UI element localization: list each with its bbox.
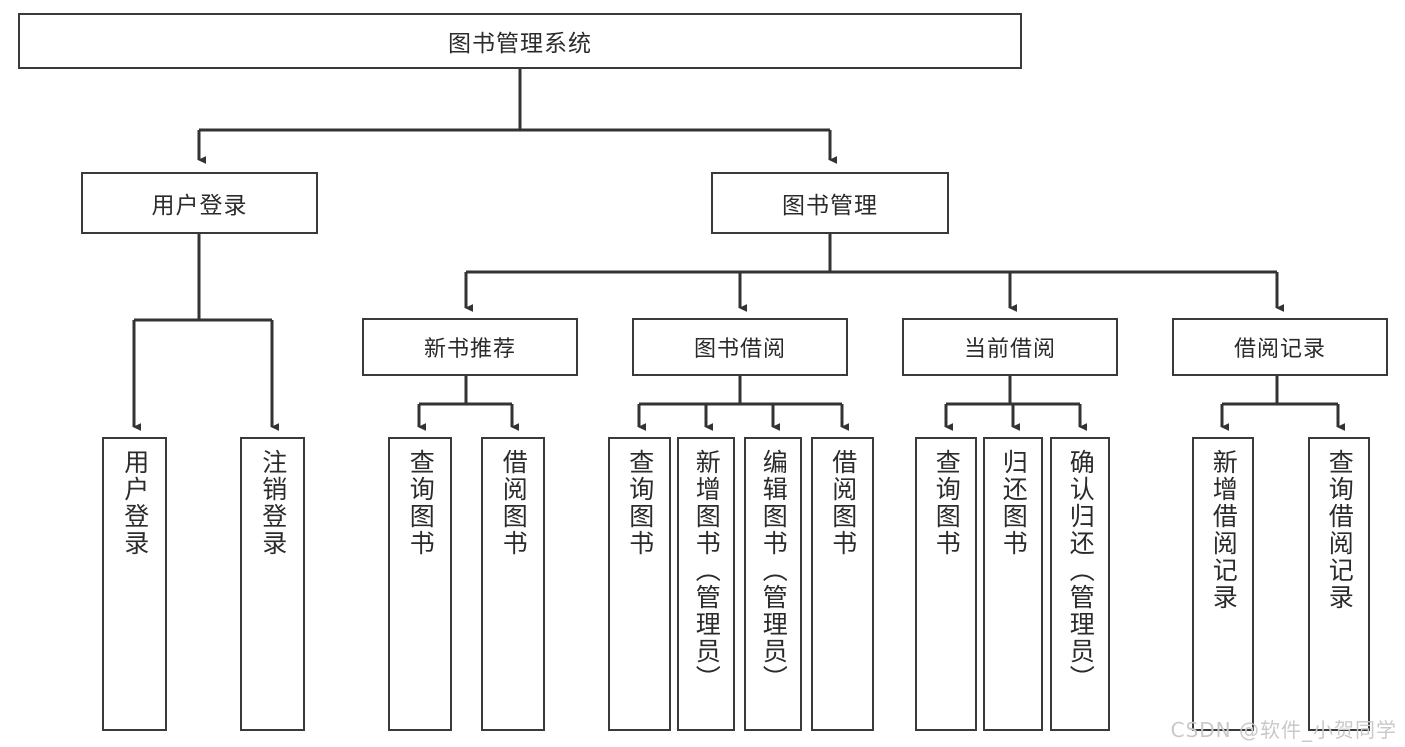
node-leaf-confirm-return[interactable]: 确认归还（管理员） [1050, 437, 1110, 731]
node-leaf-query-book-1-label: 查询图书 [406, 449, 436, 557]
node-leaf-query-book-1[interactable]: 查询图书 [388, 437, 452, 731]
node-book-management[interactable]: 图书管理 [711, 172, 949, 234]
node-root[interactable]: 图书管理系统 [18, 13, 1022, 69]
node-new-book-recommend-label: 新书推荐 [423, 337, 516, 362]
node-leaf-add-book-label: 新增图书（管理员） [692, 449, 722, 692]
node-leaf-query-book-3[interactable]: 查询图书 [915, 437, 977, 731]
node-root-label: 图书管理系统 [448, 31, 592, 57]
node-leaf-add-record[interactable]: 新增借阅记录 [1192, 437, 1254, 731]
node-leaf-edit-book-label: 编辑图书（管理员） [759, 449, 789, 692]
node-new-book-recommend[interactable]: 新书推荐 [362, 318, 578, 376]
node-leaf-logout-login[interactable]: 注销登录 [240, 437, 305, 731]
node-leaf-query-book-2-label: 查询图书 [625, 449, 655, 557]
node-user-login[interactable]: 用户登录 [81, 172, 318, 234]
node-borrow-record[interactable]: 借阅记录 [1172, 318, 1388, 376]
node-leaf-user-login[interactable]: 用户登录 [102, 437, 167, 731]
node-leaf-return-book[interactable]: 归还图书 [983, 437, 1043, 731]
node-leaf-user-login-label: 用户登录 [120, 449, 150, 557]
node-leaf-query-record[interactable]: 查询借阅记录 [1308, 437, 1370, 731]
node-current-borrow-label: 当前借阅 [963, 337, 1056, 362]
node-leaf-borrow-book-2[interactable]: 借阅图书 [811, 437, 874, 731]
node-leaf-query-record-label: 查询借阅记录 [1325, 449, 1355, 611]
node-borrow-record-label: 借阅记录 [1233, 337, 1326, 362]
node-book-management-label: 图书管理 [782, 193, 878, 219]
node-leaf-borrow-book-1[interactable]: 借阅图书 [481, 437, 545, 731]
node-leaf-add-record-label: 新增借阅记录 [1209, 449, 1239, 611]
node-leaf-query-book-3-label: 查询图书 [932, 449, 962, 557]
node-leaf-confirm-return-label: 确认归还（管理员） [1066, 449, 1096, 692]
node-leaf-borrow-book-1-label: 借阅图书 [499, 449, 529, 557]
node-user-login-label: 用户登录 [151, 193, 248, 219]
node-book-borrow[interactable]: 图书借阅 [632, 318, 848, 376]
node-leaf-logout-login-label: 注销登录 [258, 449, 288, 557]
node-book-borrow-label: 图书借阅 [693, 337, 786, 362]
node-leaf-add-book[interactable]: 新增图书（管理员） [677, 437, 735, 731]
csdn-watermark: CSDN @软件_小贺同学 [1170, 718, 1397, 742]
node-current-borrow[interactable]: 当前借阅 [902, 318, 1118, 376]
node-leaf-return-book-label: 归还图书 [999, 449, 1029, 557]
node-leaf-query-book-2[interactable]: 查询图书 [608, 437, 671, 731]
node-leaf-edit-book[interactable]: 编辑图书（管理员） [744, 437, 802, 731]
node-leaf-borrow-book-2-label: 借阅图书 [828, 449, 858, 557]
